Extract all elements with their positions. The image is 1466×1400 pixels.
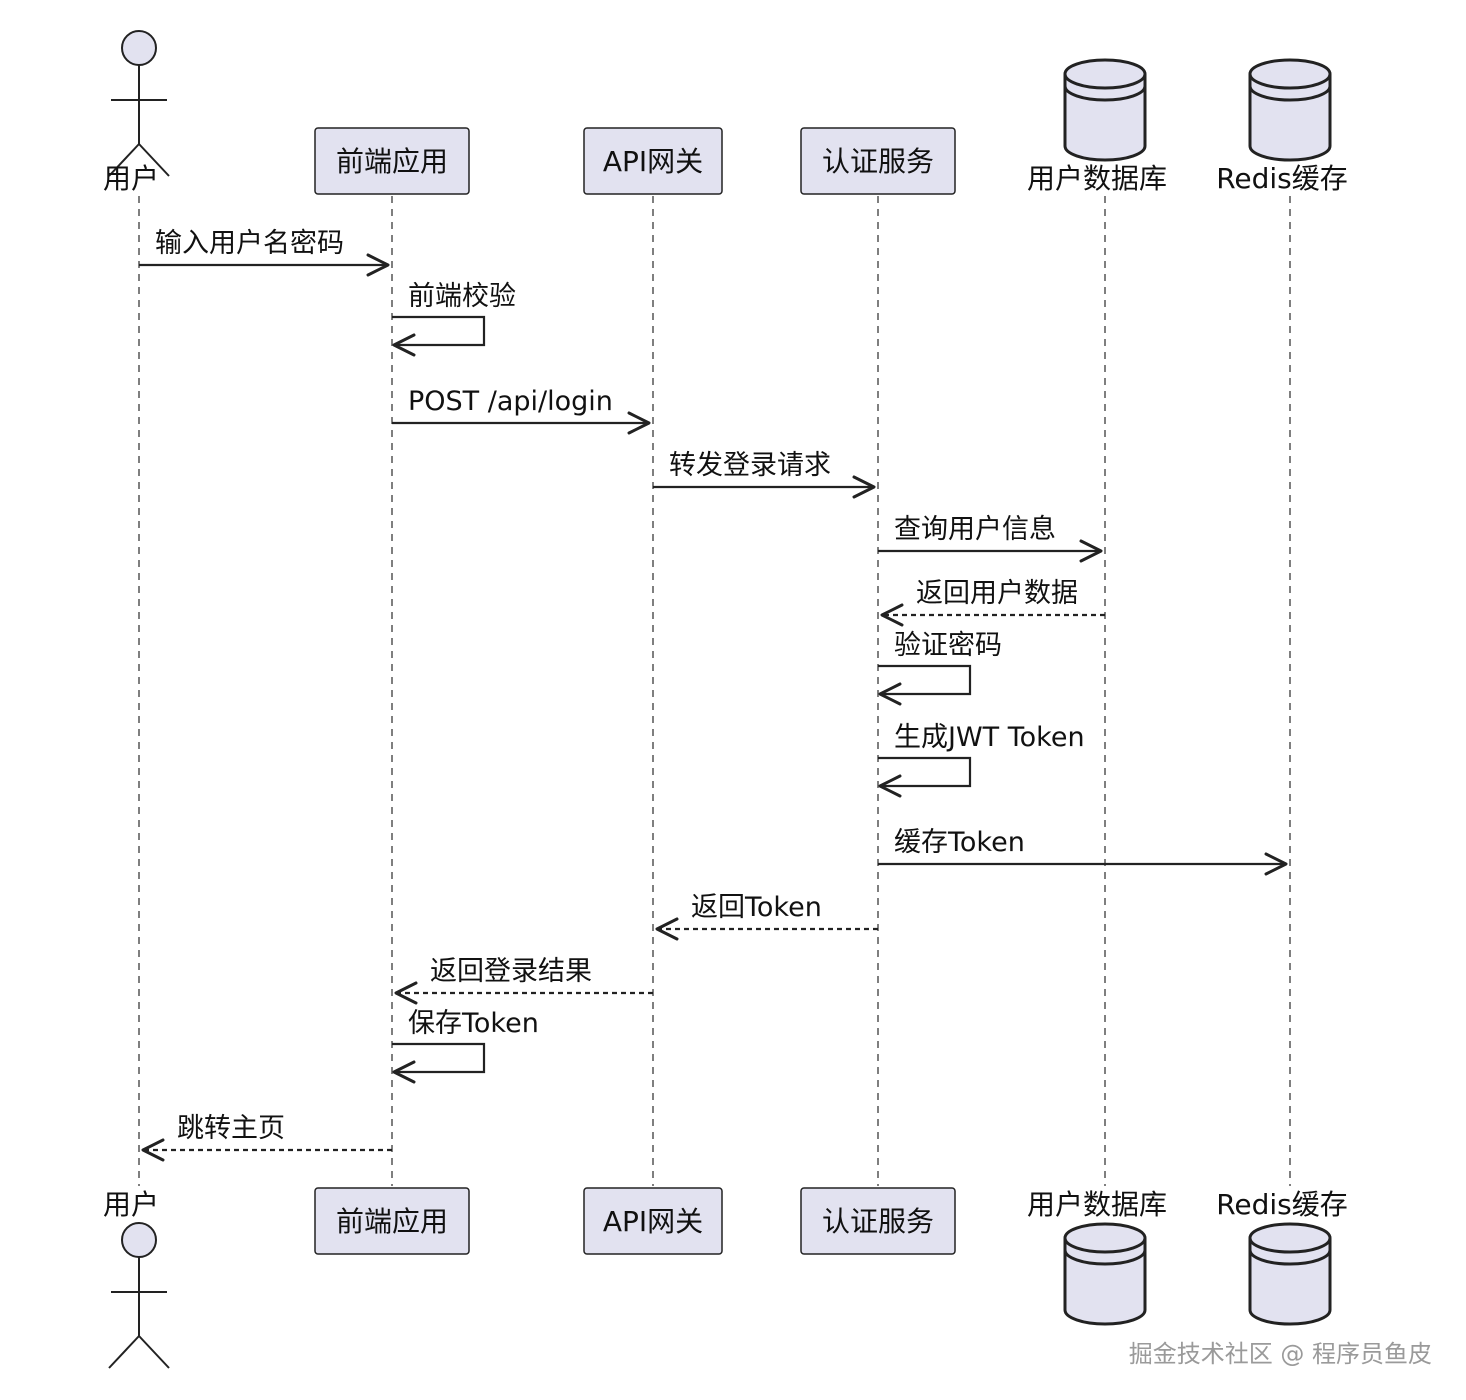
message-label: POST /api/login <box>408 386 613 417</box>
arrowhead <box>366 253 390 277</box>
database-rim-inner <box>1063 1249 1147 1266</box>
actor-figure-user-top <box>108 30 170 177</box>
message-label: 缓存Token <box>894 827 1025 858</box>
database-rim <box>1248 1237 1332 1254</box>
participant-label-user-bottom: 用户 <box>103 1188 159 1221</box>
participant-box-gateway-top <box>583 127 723 195</box>
message-9: 缓存Token <box>878 827 1288 876</box>
database-icon-userdb-bottom <box>1063 1222 1147 1326</box>
participant-label-user-top: 用户 <box>103 162 159 195</box>
participant-label-redis-top: Redis缓存 <box>1216 162 1348 195</box>
lifelines <box>138 196 1291 1186</box>
message-label: 验证密码 <box>894 630 1002 661</box>
database-icon-userdb-top <box>1063 58 1147 162</box>
arrowhead <box>852 475 876 499</box>
actor-head <box>121 1222 157 1258</box>
database-cylinder <box>1248 1222 1332 1326</box>
database-rim <box>1248 73 1332 90</box>
arrowhead <box>141 1138 165 1162</box>
message-3: POST /api/login <box>392 386 651 435</box>
participant-box-frontend-top <box>314 127 470 195</box>
message-label: 前端校验 <box>408 281 516 312</box>
participant-label-redis-bottom: Redis缓存 <box>1216 1188 1348 1221</box>
arrowhead <box>880 603 904 627</box>
message-line <box>392 1042 486 1074</box>
message-13: 跳转主页 <box>141 1113 392 1162</box>
message-11: 返回登录结果 <box>394 956 653 1005</box>
message-7: 验证密码 <box>878 630 1002 706</box>
database-icon-redis-top <box>1248 58 1332 162</box>
message-10: 返回Token <box>655 892 878 941</box>
participant-label-frontend-top: 前端应用 <box>336 145 448 178</box>
database-rim <box>1063 1237 1147 1254</box>
actor-leg-left <box>108 143 140 177</box>
message-label: 返回用户数据 <box>916 578 1078 609</box>
arrowhead <box>655 917 679 941</box>
participant-box-gateway-bottom <box>583 1187 723 1255</box>
actor-leg-right <box>138 143 170 177</box>
message-label: 转发登录请求 <box>669 450 831 481</box>
participant-label-frontend-bottom: 前端应用 <box>336 1205 448 1238</box>
arrowhead <box>392 1060 416 1084</box>
arrowhead <box>878 774 902 798</box>
database-rim-inner <box>1248 1249 1332 1266</box>
participant-box-auth-bottom <box>800 1187 956 1255</box>
participant-label-gateway-top: API网关 <box>603 145 703 178</box>
message-line <box>878 664 972 696</box>
message-2: 前端校验 <box>392 281 516 357</box>
participant-label-userdb-bottom: 用户数据库 <box>1027 1188 1167 1221</box>
participant-label-auth-top: 认证服务 <box>822 145 934 178</box>
actor-head <box>121 30 157 66</box>
actor-leg-left <box>108 1335 140 1369</box>
message-5: 查询用户信息 <box>878 514 1103 563</box>
arrowhead <box>627 411 651 435</box>
database-rim-inner <box>1063 85 1147 102</box>
message-label: 查询用户信息 <box>894 514 1056 545</box>
participant-label-gateway-bottom: API网关 <box>603 1205 703 1238</box>
arrowhead <box>392 333 416 357</box>
message-label: 返回Token <box>691 892 822 923</box>
participant-box-frontend-bottom <box>314 1187 470 1255</box>
database-cylinder <box>1063 58 1147 162</box>
participant-label-userdb-top: 用户数据库 <box>1027 162 1167 195</box>
message-8: 生成JWT Token <box>878 722 1085 798</box>
message-line <box>878 756 972 788</box>
message-6: 返回用户数据 <box>880 578 1105 627</box>
message-line <box>392 315 486 347</box>
actor-figure-user-bottom <box>108 1222 170 1369</box>
message-label: 返回登录结果 <box>430 956 592 987</box>
database-icon-redis-bottom <box>1248 1222 1332 1326</box>
database-rim-inner <box>1248 85 1332 102</box>
arrowhead <box>878 682 902 706</box>
message-12: 保存Token <box>392 1008 539 1084</box>
arrowhead <box>394 981 418 1005</box>
participant-label-auth-bottom: 认证服务 <box>822 1205 934 1238</box>
message-label: 保存Token <box>408 1008 539 1039</box>
message-label: 输入用户名密码 <box>155 228 344 259</box>
database-cylinder <box>1063 1222 1147 1326</box>
participant-box-auth-top <box>800 127 956 195</box>
database-rim <box>1063 73 1147 90</box>
arrowhead <box>1264 852 1288 876</box>
message-label: 生成JWT Token <box>894 722 1085 753</box>
message-4: 转发登录请求 <box>653 450 876 499</box>
actor-leg-right <box>138 1335 170 1369</box>
database-cylinder <box>1248 58 1332 162</box>
message-1: 输入用户名密码 <box>139 228 390 277</box>
message-label: 跳转主页 <box>177 1113 285 1144</box>
arrowhead <box>1079 539 1103 563</box>
watermark: 掘金技术社区 @ 程序员鱼皮 <box>1128 1340 1432 1368</box>
